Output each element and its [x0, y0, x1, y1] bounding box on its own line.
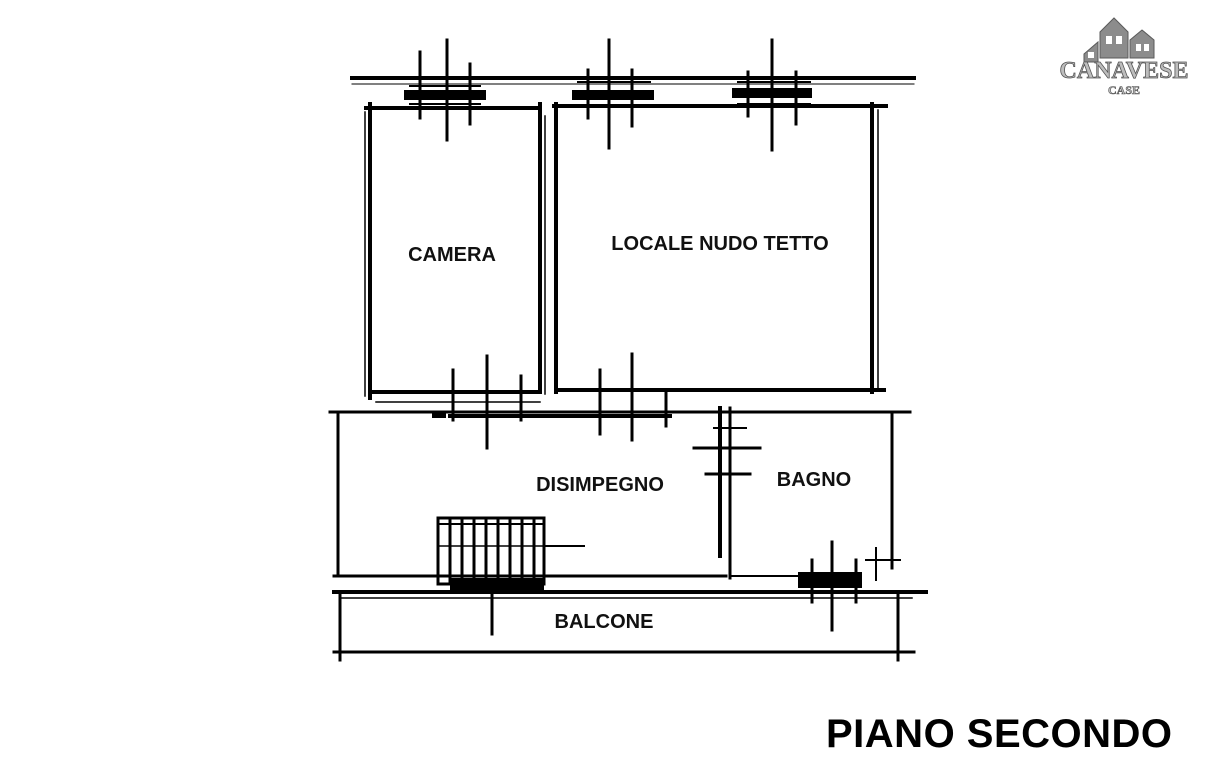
stairs [436, 516, 585, 590]
logo-brand: CANAVESE [1060, 58, 1189, 84]
room-label-disimpegno: DISIMPEGNO [536, 474, 664, 496]
window-camera-top [404, 38, 486, 142]
room-label-bagno: BAGNO [777, 469, 851, 491]
room-locale-walls [552, 102, 888, 394]
balcony [332, 590, 928, 662]
houses-icon [1083, 17, 1155, 63]
room-label-camera: CAMERA [408, 244, 496, 266]
window-bagno [798, 540, 862, 632]
room-label-locale: LOCALE NUDO TETTO [611, 233, 828, 255]
corridor-top-wall [328, 352, 912, 450]
canavese-case-logo: CANAVESE CASE [1059, 17, 1189, 97]
floor-title: PIANO SECONDO [826, 712, 1173, 756]
window-locale-left [572, 38, 654, 150]
room-bagno-walls [692, 406, 901, 581]
corridor-walls [332, 410, 728, 578]
room-label-balcone: BALCONE [555, 611, 654, 633]
logo-sub: CASE [1108, 83, 1140, 97]
window-locale-right [732, 38, 812, 152]
room-camera-walls [364, 102, 546, 400]
